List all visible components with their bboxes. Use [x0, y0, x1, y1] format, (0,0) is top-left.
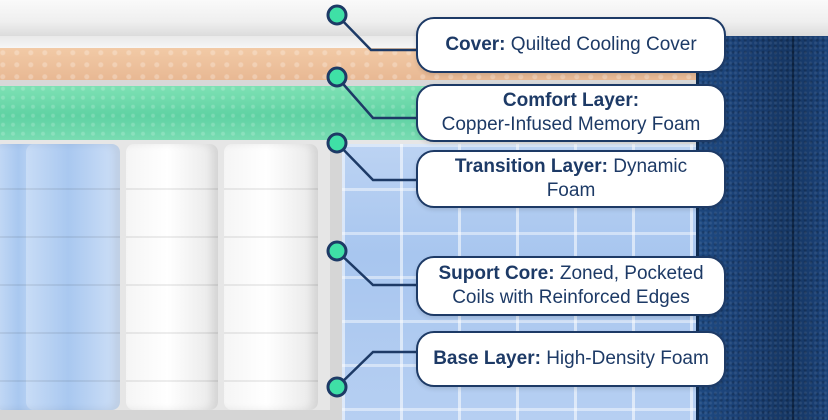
layer-divider [0, 80, 700, 86]
callout-title: Comfort Layer: [502, 90, 640, 111]
callout-title: Cover: [445, 34, 506, 55]
callout-text: High-Density Foam [546, 348, 709, 369]
coil-gap [330, 144, 342, 420]
circle-marker-icon [326, 66, 348, 88]
coil-column [224, 144, 318, 410]
coil-column [26, 144, 120, 410]
circle-marker-icon [326, 4, 348, 26]
callout-cover: Cover: Quilted Cooling Cover [416, 17, 726, 73]
callout-transition-layer: Transition Layer: Dynamic Foam [416, 150, 726, 208]
callout-text: Zoned, Pocketed Coils with Reinforced Ed… [452, 263, 704, 308]
callout-base-layer: Base Layer: High-Density Foam [416, 331, 726, 387]
callout-support-core: Suport Core: Zoned, Pocketed Coils with … [416, 256, 726, 316]
callout-title: Suport Core: [438, 263, 555, 284]
callout-comfort-layer: Comfort Layer: Copper-Infused Memory Foa… [416, 84, 726, 142]
callout-text: Copper-Infused Memory Foam [441, 114, 701, 135]
leader-line-cover [336, 14, 416, 52]
callout-title: Base Layer: [433, 348, 541, 369]
callout-title: Transition Layer: [454, 156, 608, 177]
coil-column [126, 144, 218, 410]
circle-marker-icon [326, 240, 348, 262]
circle-marker-icon [326, 132, 348, 154]
circle-marker-icon [326, 376, 348, 398]
leader-line-comfort [336, 76, 416, 120]
leader-line-transition [336, 142, 416, 182]
side-panel-seam [792, 36, 794, 420]
leader-line-base [336, 350, 416, 388]
leader-line-core [336, 250, 416, 287]
callout-text: Dynamic Foam [546, 156, 688, 201]
callout-text: Quilted Cooling Cover [510, 34, 697, 55]
